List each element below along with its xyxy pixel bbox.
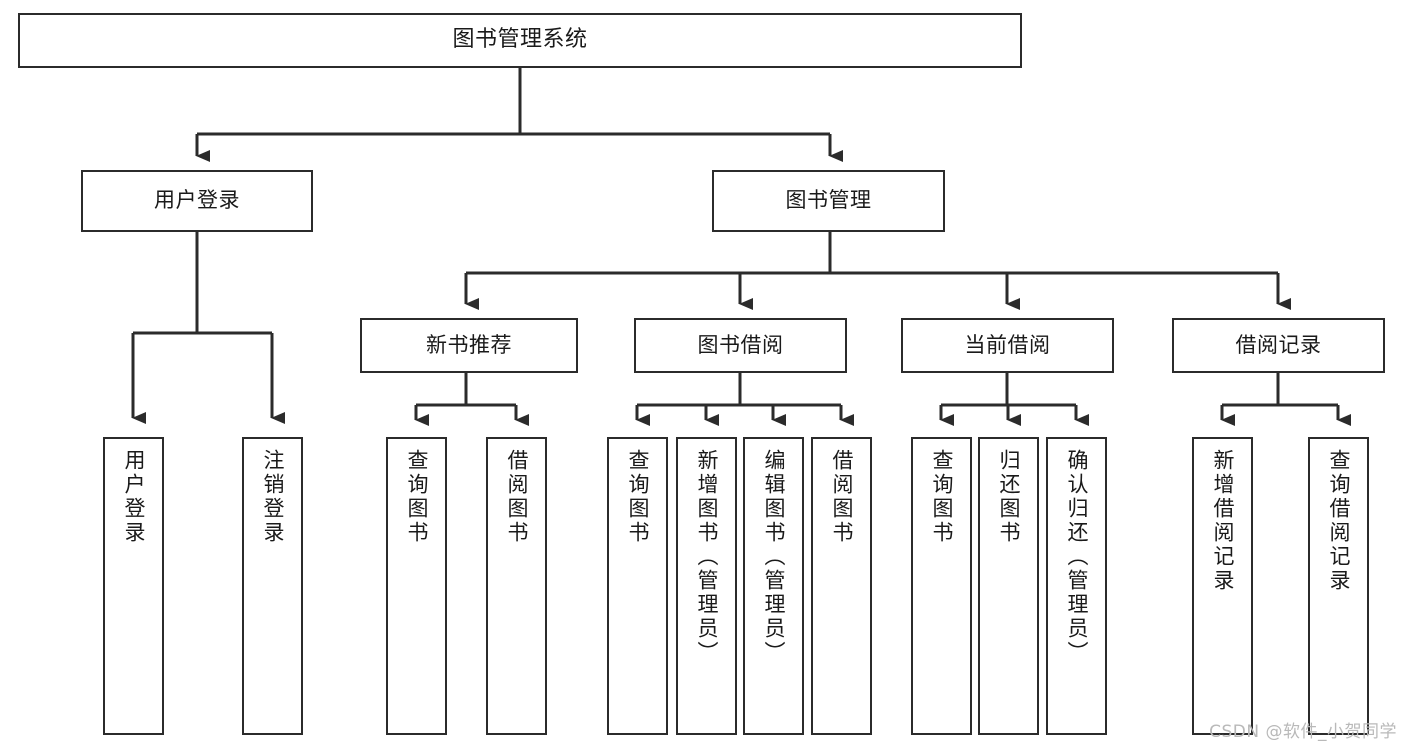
node-label: 查询借阅记录	[1327, 449, 1351, 593]
node-book-management[interactable]: 图书管理	[712, 170, 945, 232]
leaf-user-login-login[interactable]: 用户登录	[103, 437, 164, 735]
leaf-book-borrow-borrow-book[interactable]: 借阅图书	[811, 437, 872, 735]
leaf-new-book-query-book[interactable]: 查询图书	[386, 437, 447, 735]
node-borrowing-record[interactable]: 借阅记录	[1172, 318, 1385, 373]
node-label: 归还图书	[997, 449, 1021, 545]
node-label: 查询图书	[405, 449, 429, 545]
node-label: 用户登录	[154, 188, 240, 213]
node-label: 借阅图书	[505, 449, 529, 545]
node-new-book-recommendation[interactable]: 新书推荐	[360, 318, 578, 373]
leaf-book-borrow-query-book[interactable]: 查询图书	[607, 437, 668, 735]
node-label: 当前借阅	[964, 332, 1051, 357]
node-label: 借阅图书	[830, 449, 854, 545]
watermark-text: CSDN @软件_小贺同学	[1209, 722, 1397, 742]
node-label: 新增借阅记录	[1211, 449, 1235, 593]
node-label: 编辑图书（管理员）	[762, 449, 786, 665]
leaf-borrow-record-query-record[interactable]: 查询借阅记录	[1308, 437, 1369, 735]
node-current-borrowing[interactable]: 当前借阅	[901, 318, 1114, 373]
leaf-new-book-borrow-book[interactable]: 借阅图书	[486, 437, 547, 735]
node-label: 借阅记录	[1235, 332, 1322, 357]
node-root-book-management-system[interactable]: 图书管理系统	[18, 13, 1022, 68]
node-label: 确认归还（管理员）	[1065, 449, 1089, 665]
leaf-user-login-logout[interactable]: 注销登录	[242, 437, 303, 735]
node-label: 查询图书	[930, 449, 954, 545]
node-label: 用户登录	[122, 449, 146, 545]
node-label: 注销登录	[261, 449, 285, 545]
node-label: 新增图书（管理员）	[695, 449, 719, 665]
node-label: 新书推荐	[426, 332, 512, 357]
leaf-borrow-record-add-record[interactable]: 新增借阅记录	[1192, 437, 1253, 735]
leaf-book-borrow-edit-book-admin[interactable]: 编辑图书（管理员）	[743, 437, 804, 735]
node-label: 查询图书	[626, 449, 650, 545]
node-label: 图书管理	[785, 188, 872, 213]
node-book-borrowing[interactable]: 图书借阅	[634, 318, 847, 373]
node-label: 图书管理系统	[452, 27, 588, 53]
leaf-current-borrow-query-book[interactable]: 查询图书	[911, 437, 972, 735]
node-label: 图书借阅	[697, 332, 784, 357]
node-user-login[interactable]: 用户登录	[81, 170, 313, 232]
leaf-book-borrow-add-book-admin[interactable]: 新增图书（管理员）	[676, 437, 737, 735]
leaf-current-borrow-confirm-return-admin[interactable]: 确认归还（管理员）	[1046, 437, 1107, 735]
leaf-current-borrow-return-book[interactable]: 归还图书	[978, 437, 1039, 735]
